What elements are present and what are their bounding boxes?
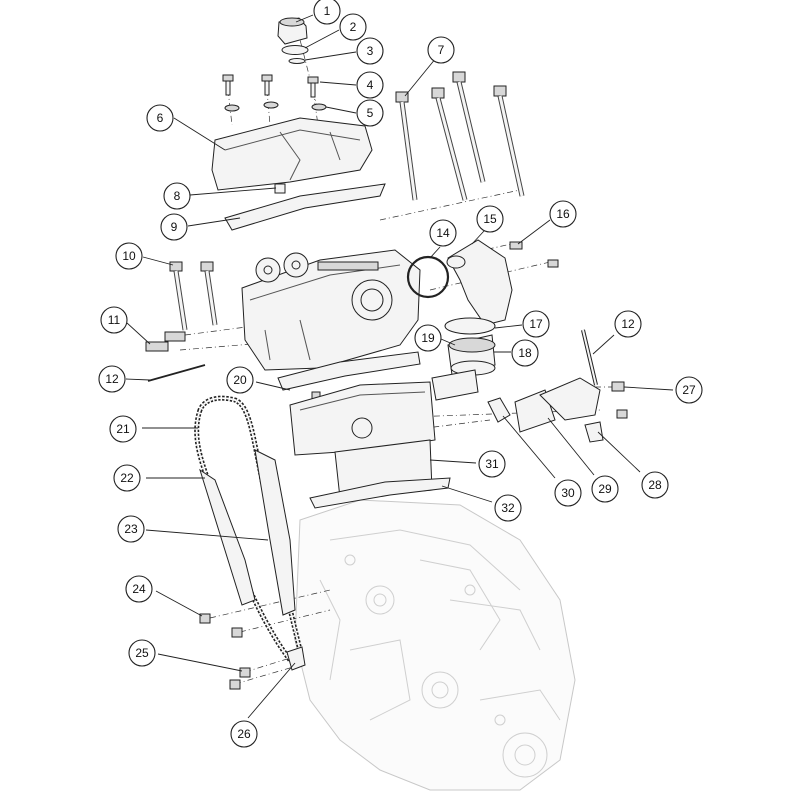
callout-2: 2 [339,13,367,41]
breather-cap [277,17,308,45]
guide-bolts [199,613,306,690]
callout-23-label: 23 [124,522,138,536]
callout-26: 26 [230,720,258,748]
callout-24-label: 24 [132,582,146,596]
callout-32-label: 32 [501,501,515,515]
callout-15-label: 15 [483,212,497,226]
callout-4: 4 [356,71,384,99]
callout-10-label: 10 [122,249,136,263]
valve-cover-gasket [224,183,386,231]
callout-27: 27 [675,376,703,404]
callout-29-label: 29 [598,482,612,496]
chain-tensioner-blade [254,449,296,616]
cylinder-head [241,249,421,371]
callout-19: 19 [414,324,442,352]
callout-28-label: 28 [648,478,662,492]
callout-30: 30 [554,479,582,507]
callout-16: 16 [549,200,577,228]
callout-18-label: 18 [518,346,532,360]
callout-29: 29 [591,475,619,503]
callout-8: 8 [163,182,191,210]
callout-7-label: 7 [438,43,445,57]
callout-19-label: 19 [421,331,435,345]
callout-28: 28 [641,471,669,499]
callout-25: 25 [128,639,156,667]
callout-14-label: 14 [436,226,450,240]
callout-2-label: 2 [350,20,357,34]
leader-lines [125,14,674,719]
callout-23: 23 [117,515,145,543]
callout-25-label: 25 [135,646,149,660]
callout-11: 11 [100,306,128,334]
intake-elbow [446,239,513,326]
elbow-screw-2 [547,259,559,268]
callout-30-label: 30 [561,486,575,500]
callout-7: 7 [427,36,455,64]
callout-20-label: 20 [233,373,247,387]
callout-8-label: 8 [174,189,181,203]
callout-3-label: 3 [367,44,374,58]
dowel-pin [274,183,286,194]
callout-5-label: 5 [367,106,374,120]
valve-cover-bolts [222,74,327,112]
callout-32: 32 [494,494,522,522]
chain-guide [199,468,256,606]
callout-21: 21 [109,415,137,443]
side-bolts [169,261,218,331]
callout-12-right-label: 12 [621,317,635,331]
callout-31: 31 [478,450,506,478]
callout-16-label: 16 [556,207,570,221]
callout-14: 14 [429,219,457,247]
callout-4-label: 4 [367,78,374,92]
elbow-screw [509,241,523,250]
oil-line-left [147,364,206,382]
cylinder-block [289,381,436,499]
callout-24: 24 [125,575,153,603]
callout-15: 15 [476,205,504,233]
valve-cover [211,117,373,191]
callout-9: 9 [160,213,188,241]
callout-31-label: 31 [485,457,499,471]
oil-line-right-inner [582,329,597,386]
head-studs [145,331,186,352]
callout-12-left-label: 12 [105,372,119,386]
callout-11-label: 11 [108,313,121,327]
crankcase-ghost [294,499,576,791]
head-gasket [277,351,421,401]
breather-washer [281,45,309,55]
callout-26-label: 26 [237,727,251,741]
intake-o-ring [406,255,450,299]
callout-20: 20 [226,366,254,394]
callout-22-label: 22 [120,471,134,485]
callout-17: 17 [522,310,550,338]
callout-5: 5 [356,99,384,127]
callout-17-label: 17 [529,317,543,331]
breather-o-ring [288,58,306,64]
callout-3: 3 [356,37,384,65]
callout-22: 22 [113,464,141,492]
callout-18: 18 [511,339,539,367]
callout-6: 6 [146,104,174,132]
callout-12-left: 12 [98,365,126,393]
callout-9-label: 9 [171,220,178,234]
callout-6-label: 6 [157,111,164,125]
cylinder-head-bolts [395,71,525,201]
intake-boot [431,317,496,401]
callout-1-label: 1 [324,4,331,18]
callout-27-label: 27 [682,383,696,397]
callout-21-label: 21 [116,422,130,436]
callout-10: 10 [115,242,143,270]
callout-12-right: 12 [614,310,642,338]
callout-1: 1 [313,0,341,25]
coolant-outlet [487,377,628,443]
